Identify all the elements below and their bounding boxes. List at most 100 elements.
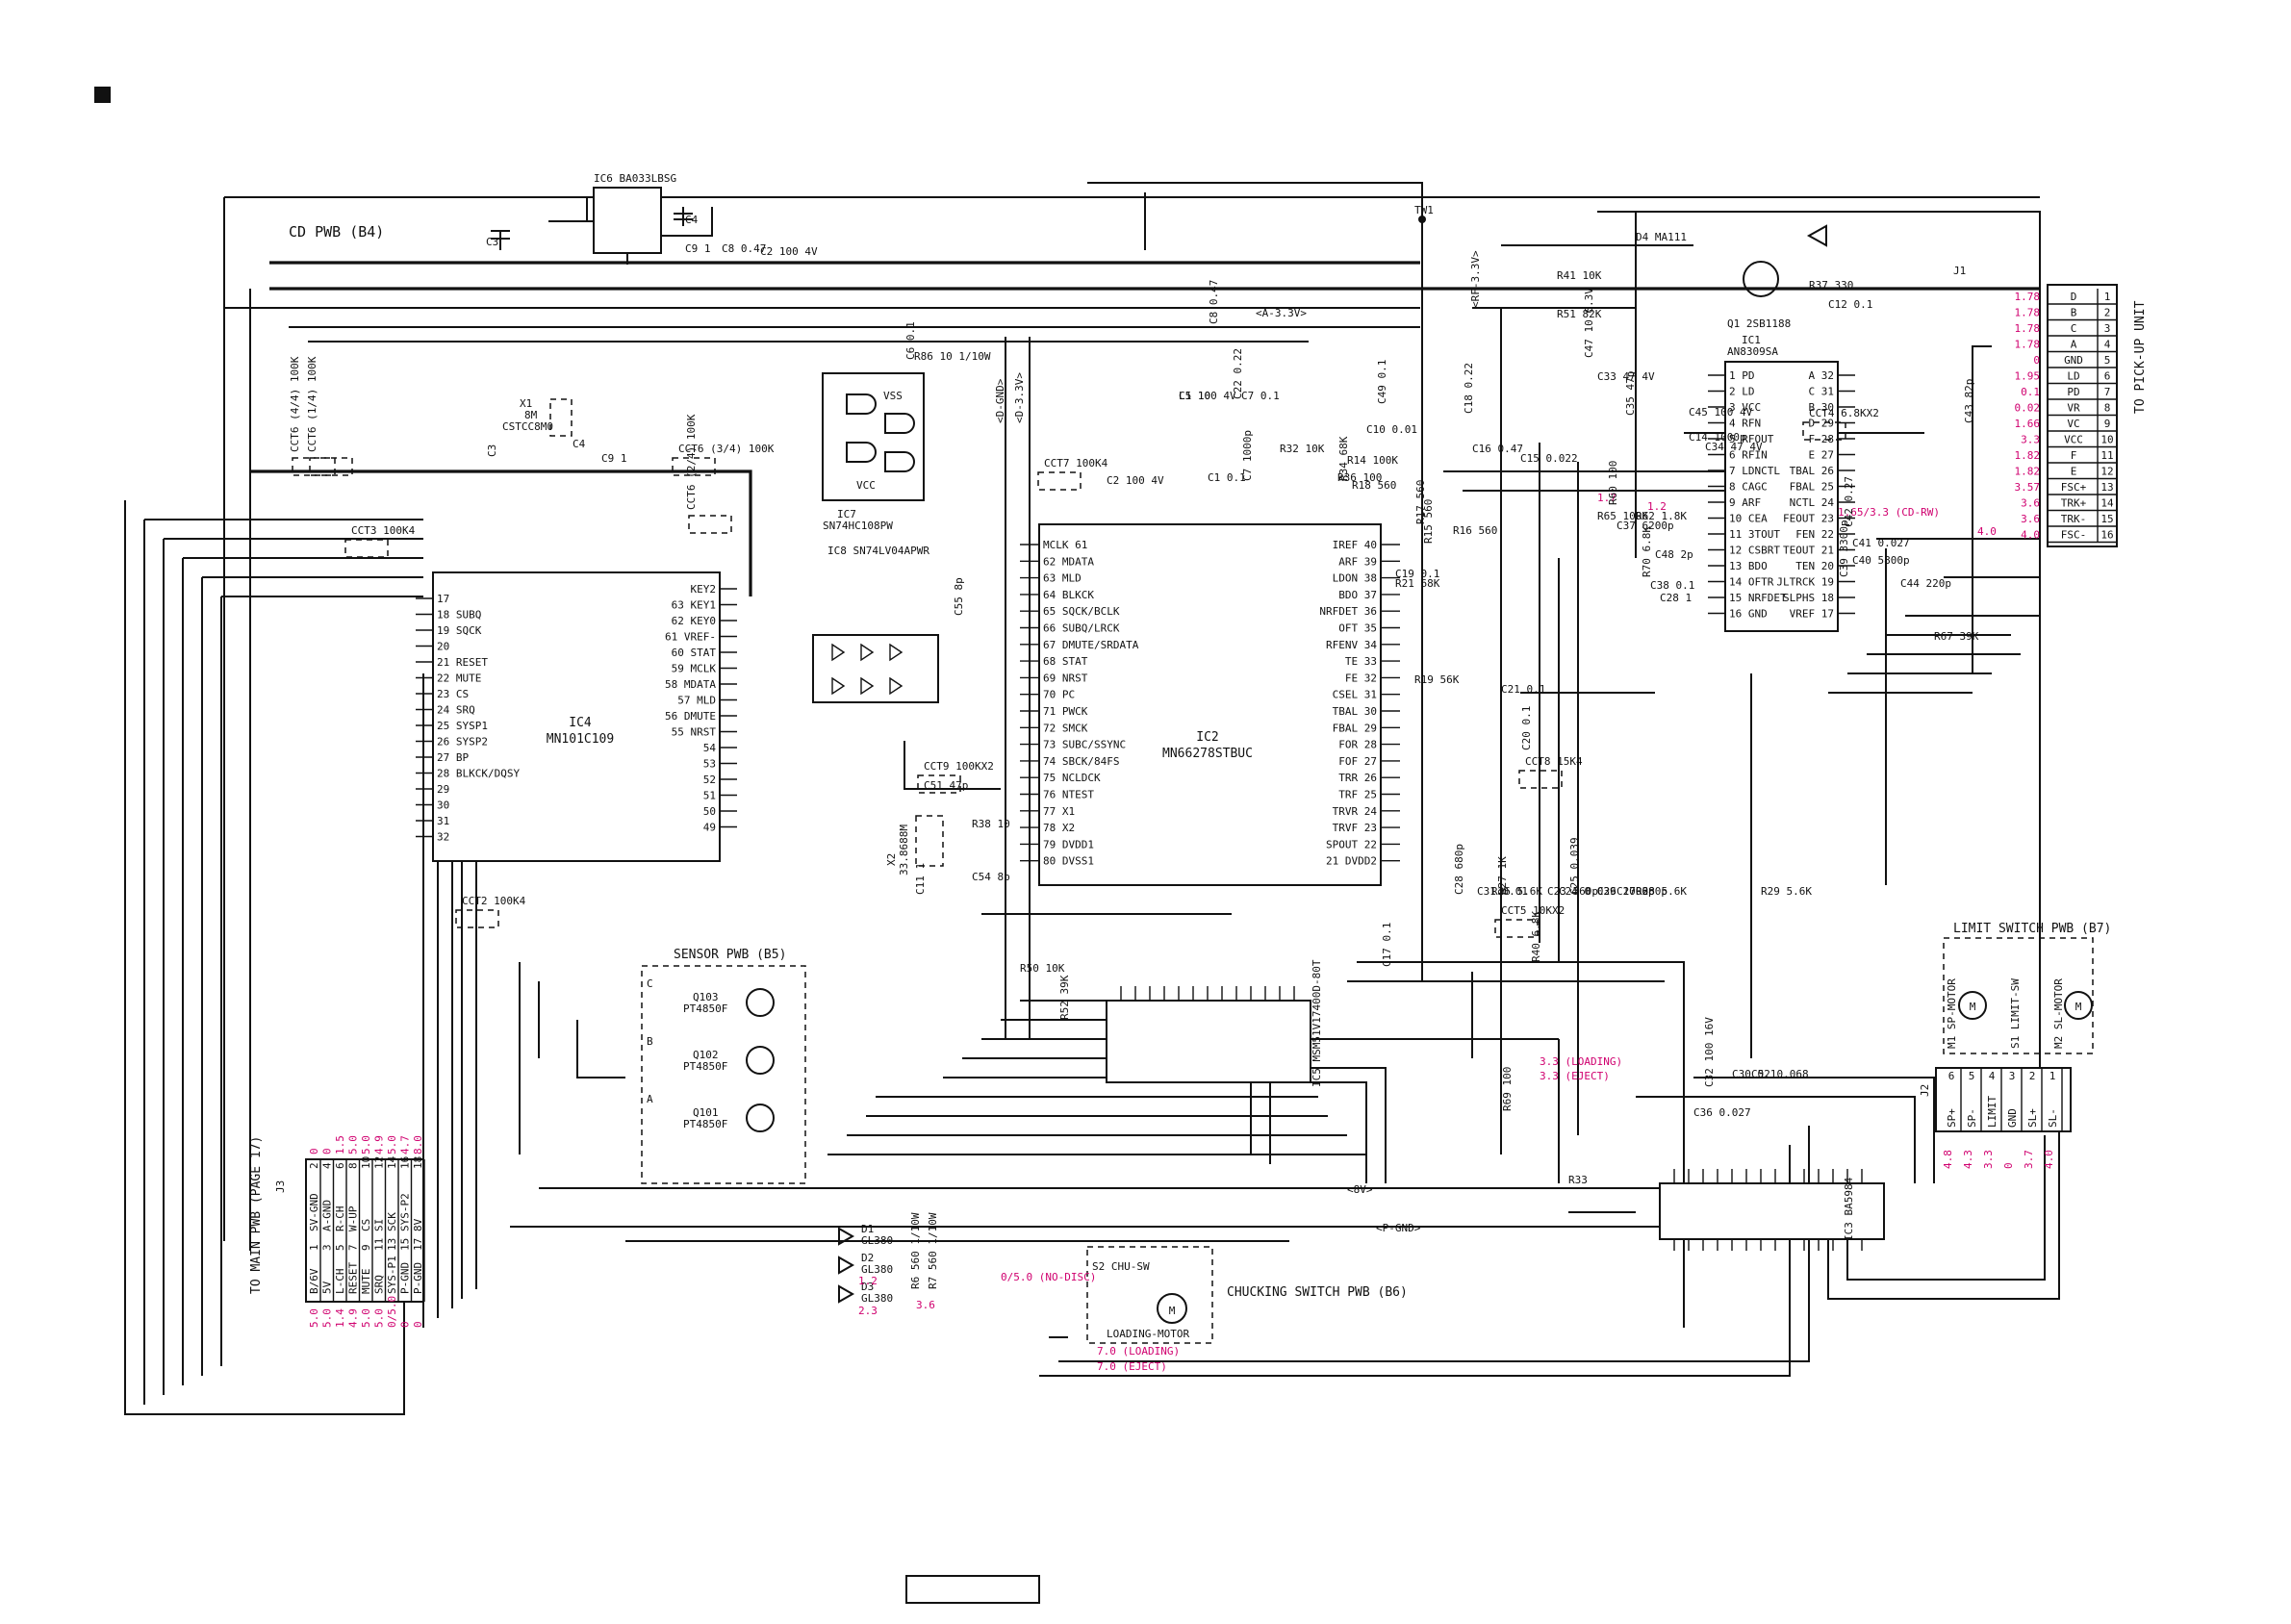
part-label: C9 1	[601, 452, 627, 465]
part-label: C40 5800p	[1852, 554, 1910, 567]
ic2-pin: 73 SUBC/SSYNC	[1043, 739, 1126, 751]
s2-label: S2 CHU-SW	[1092, 1260, 1150, 1273]
j3-pin-b: 13	[386, 1238, 398, 1251]
j1-pin-number: 4	[2104, 339, 2111, 351]
wiring	[124, 182, 2060, 1415]
v-trk: 4.0	[1977, 525, 1997, 538]
j3-pin-b-voltage: 1.4	[334, 1308, 346, 1328]
j1-pin-name: TRK+	[2061, 497, 2087, 510]
led-id: D2	[861, 1252, 874, 1264]
led-part: GL380	[861, 1234, 893, 1247]
part-label: C55 8p	[953, 577, 965, 616]
j1-pin-voltage: 3.3	[2021, 434, 2040, 446]
j1-pin-number: 16	[2100, 529, 2113, 542]
j3-pin-a-voltage: 0	[321, 1148, 334, 1155]
ic2-pin: 74 SBCK/84FS	[1043, 755, 1119, 768]
j3-pin-a-name: SI	[373, 1219, 386, 1231]
ic2-pin: 72 SMCK	[1043, 722, 1088, 734]
ic2-pin: 78 X2	[1043, 822, 1075, 834]
part-label: R50 10K	[1020, 962, 1065, 975]
j1-pin-name: FSC+	[2061, 481, 2087, 494]
ic4-pin: 31	[437, 815, 449, 827]
j2-pin-number: 3	[2009, 1070, 2016, 1082]
j3-pin-a: 18	[412, 1156, 424, 1169]
part-label: C15 0.022	[1520, 452, 1578, 465]
ic6-label: IC6 BA033LBSG	[594, 172, 676, 185]
ic4-pin: 23 CS	[437, 688, 469, 700]
j1-pin-name: D	[2071, 291, 2077, 303]
part-label: C6 0.1	[904, 321, 917, 360]
part-label: R52 39K	[1058, 975, 1071, 1020]
ic2-label: IC2	[1196, 730, 1218, 745]
part-label: C17 0.1	[1381, 923, 1393, 967]
j1-pin-name: VC	[2067, 418, 2079, 430]
resistor-array-symbol	[1037, 471, 1082, 491]
part-label: C39 3300p	[1838, 520, 1850, 577]
ic1-pin: 16 GND	[1729, 608, 1768, 621]
part-label: R67 39K	[1934, 630, 1979, 643]
ic1-label: IC1	[1742, 334, 1761, 346]
j1-pin-number: 15	[2100, 513, 2113, 525]
j3-pin-a: 16	[399, 1156, 412, 1169]
j3-pin-a-voltage: 8.0	[412, 1135, 424, 1155]
resistor-array-symbol	[1494, 919, 1539, 938]
section-bullet	[94, 87, 111, 103]
ic4-pin: 53	[703, 758, 716, 771]
ic2-pin: 68 STAT	[1043, 655, 1088, 668]
ic2-pin: 62 MDATA	[1043, 555, 1094, 568]
ic4-pin: 20	[437, 641, 449, 653]
ic2-pin: IREF 40	[1333, 539, 1377, 551]
ic4-pin: 30	[437, 799, 449, 812]
ic1-part: AN8309SA	[1727, 345, 1778, 358]
resistor-array-label: CCT6 (1/4) 100K	[306, 356, 318, 452]
j3-pin-b-voltage: 5.0	[321, 1308, 334, 1328]
part-label: C45 100 4V	[1689, 406, 1753, 419]
x1-part: CSTCC8M0	[502, 420, 553, 433]
ic2-pin: 67 DMUTE/SRDATA	[1043, 639, 1139, 651]
j2-pin-number: 6	[1948, 1070, 1955, 1082]
d4-label: D4 MA111	[1636, 231, 1687, 243]
part-label: R33	[1568, 1174, 1588, 1186]
ic1-pin: 14 OFTR	[1729, 576, 1774, 589]
j1-pin-number: 3	[2104, 322, 2111, 335]
j3-pin-a-voltage: 1.5	[334, 1135, 346, 1155]
j3-pin-b: 9	[360, 1244, 372, 1251]
ic2-pin: 71 PWCK	[1043, 705, 1088, 718]
ic2-pin: 70 PC	[1043, 689, 1075, 701]
part-label: R27 1K	[1496, 856, 1509, 895]
x1-sub: 8M	[524, 409, 538, 421]
part-label: C43 82p	[1963, 379, 1975, 423]
ic1-pin: 10 CEA	[1729, 513, 1768, 525]
ic2-pin: 64 BLKCK	[1043, 589, 1094, 601]
j1-pin-voltage: 1.95	[2015, 370, 2041, 383]
j3-pin-a-name: SV-GND	[308, 1193, 320, 1231]
j2-pin-name: SL-	[2047, 1108, 2059, 1128]
ic1-pin: E 27	[1809, 449, 1835, 462]
ic4-pin: 49	[703, 822, 716, 834]
part-label: C28 680p	[1453, 844, 1465, 895]
ic2-pin: 66 SUBQ/LRCK	[1043, 622, 1120, 635]
ic2-pin: OFT 35	[1338, 622, 1377, 635]
ic4-pin: 29	[437, 783, 449, 796]
j3-connector: 2SV-GND1B/6V05.04A-GND35V05.06R-CH5L-CH1…	[249, 1135, 425, 1328]
ic1-pin: D 29	[1809, 418, 1835, 430]
ic2-pin: 76 NTEST	[1043, 789, 1094, 801]
j1-pin-name: TRK-	[2061, 513, 2087, 525]
j2-pin-number: 5	[1969, 1070, 1975, 1082]
ic1-pin: 8 CAGC	[1729, 481, 1768, 494]
sensor-tag: C	[647, 977, 653, 990]
part-label: C37 6200p	[1616, 520, 1674, 532]
ic2-pin: 63 MLD	[1043, 572, 1082, 585]
part-label: C25 0.039	[1568, 837, 1581, 895]
part-label: C36 0.027	[1693, 1106, 1751, 1119]
v-fen-note: 1.65/3.3 (CD-RW)	[1838, 506, 1940, 519]
j3-pin-b-name: 5V	[321, 1281, 334, 1294]
ic7-label: IC7	[837, 508, 856, 520]
resistor-array-label: CCT6 (4/4) 100K	[289, 356, 301, 452]
j3-pin-b-voltage: 5.0	[360, 1308, 372, 1328]
ic5-dram: IC5 MSM51V17400D-80T	[1106, 959, 1323, 1087]
